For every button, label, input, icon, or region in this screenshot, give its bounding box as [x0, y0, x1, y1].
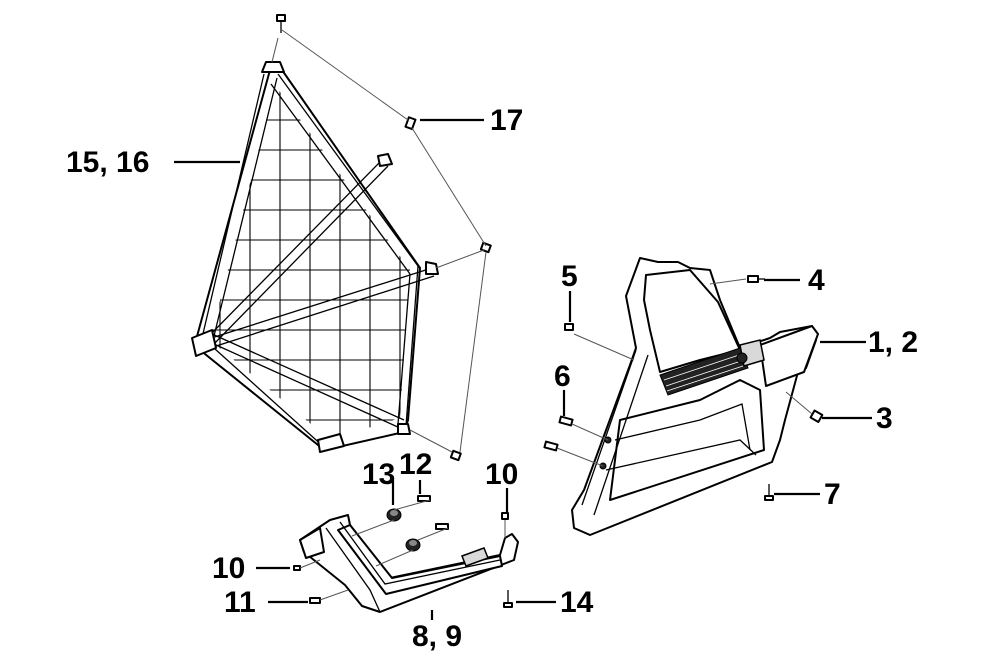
net-top-bracket — [261, 61, 285, 73]
net-guide-lines — [271, 29, 487, 453]
callout-1-2: 1, 2 — [868, 326, 918, 359]
screw-icon — [276, 14, 286, 33]
vent-slats — [663, 353, 747, 392]
net-left-bracket — [191, 329, 217, 357]
side-net-assembly — [191, 61, 439, 453]
net-frame — [195, 69, 421, 451]
callout-5: 5 — [561, 260, 578, 293]
net-right-bracket — [425, 261, 439, 275]
screw-icon — [417, 495, 431, 502]
screw-icon — [747, 275, 765, 283]
callout-11: 11 — [224, 586, 256, 619]
nut-icon — [386, 508, 402, 522]
callout-15-16: 15, 16 — [66, 146, 149, 179]
callout-10-left: 10 — [212, 552, 245, 585]
net-lower-bracket — [317, 433, 345, 453]
nut-icon — [405, 538, 421, 552]
callout-12: 12 — [399, 448, 432, 481]
clip-icon — [293, 565, 301, 571]
lower-trim-assembly — [299, 514, 519, 613]
callout-6: 6 — [554, 360, 571, 393]
trim-fasteners — [293, 495, 513, 608]
panel-screws — [543, 275, 824, 501]
screw-icon — [809, 409, 824, 423]
callout-14: 14 — [560, 586, 594, 619]
trim-guide-lines — [299, 499, 506, 601]
net-bottom-bracket — [397, 423, 411, 435]
callout-7: 7 — [824, 478, 841, 511]
screw-icon — [543, 440, 559, 452]
net-mid-bracket — [377, 153, 393, 167]
screw-icon — [309, 597, 321, 604]
callout-4: 4 — [808, 264, 825, 297]
grommet-icon — [736, 352, 748, 364]
callout-10-right: 10 — [485, 458, 518, 491]
callout-3: 3 — [876, 402, 893, 435]
side-panel-flange — [759, 325, 819, 387]
panel-guide-lines — [556, 278, 813, 467]
clip-icon — [564, 323, 574, 331]
callout-13: 13 — [362, 458, 395, 491]
callout-17: 17 — [490, 104, 523, 137]
screw-icon — [558, 415, 574, 427]
screw-icon — [764, 484, 774, 501]
lower-trim-tab — [461, 547, 489, 567]
clip-icon — [501, 512, 509, 520]
screw-icon — [435, 523, 449, 530]
side-panel-upper — [643, 269, 741, 373]
side-panel-assembly — [571, 257, 819, 536]
lower-trim-end — [299, 527, 325, 559]
screw-icon — [404, 116, 417, 131]
callout-8-9: 8, 9 — [412, 620, 462, 653]
screw-icon — [503, 590, 513, 608]
screw-icon — [449, 449, 462, 462]
leader-lines — [174, 118, 872, 620]
